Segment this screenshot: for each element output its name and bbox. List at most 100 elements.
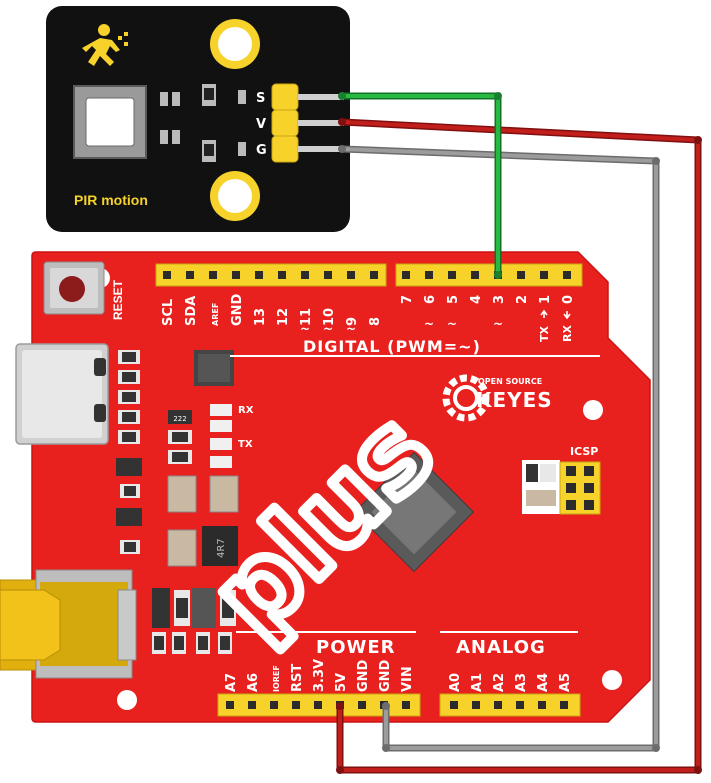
smd-components: [116, 350, 239, 654]
header-pin[interactable]: [347, 271, 355, 279]
svg-text:ICSP: ICSP: [570, 445, 598, 458]
pin-label: 5: [446, 295, 461, 304]
reset-button[interactable]: [43, 261, 105, 315]
pwm-marker: ~: [323, 322, 333, 336]
header-pin[interactable]: [560, 701, 568, 709]
power-label: POWER: [316, 637, 396, 658]
mount-hole: [602, 670, 622, 690]
reset-label: RESET: [111, 279, 125, 320]
rx-arrow-icon: [563, 311, 571, 320]
digital-label: DIGITAL (PWM=~): [303, 337, 481, 356]
icsp-header: ICSP: [522, 445, 601, 515]
header-pin[interactable]: [314, 701, 322, 709]
pin-label: 6: [423, 295, 438, 304]
pin-label: 13: [253, 308, 268, 326]
pin-label: RST: [290, 664, 305, 692]
pir-label: PIR motion: [74, 192, 148, 208]
header-pin[interactable]: [209, 271, 217, 279]
pin-label: A5: [558, 673, 573, 692]
header-pin[interactable]: [516, 701, 524, 709]
header-pin[interactable]: [517, 271, 525, 279]
header-pin[interactable]: [402, 701, 410, 709]
analog-label: ANALOG: [456, 637, 546, 658]
pin-label: 1: [538, 295, 553, 304]
header-pin[interactable]: [278, 271, 286, 279]
pin-label: A3: [514, 673, 529, 692]
pin-label: 5V: [334, 673, 349, 692]
header-pin[interactable]: [226, 701, 234, 709]
pin-label: SDA: [184, 296, 199, 326]
pin-label: A7: [224, 673, 239, 692]
keyes-brand: OPEN SOURCE KEYES: [442, 374, 552, 422]
header-pin[interactable]: [450, 701, 458, 709]
pwm-marker: ~: [447, 317, 457, 331]
pin-label: GND: [378, 659, 393, 692]
svg-text:OPEN SOURCE: OPEN SOURCE: [478, 377, 542, 386]
tx-led-label: TX: [238, 439, 253, 450]
pin-label: 4: [469, 295, 484, 304]
dc-power-jack[interactable]: [0, 569, 137, 679]
pin-label: A2: [492, 673, 507, 692]
usb-interface-chip: [194, 350, 234, 386]
pin-label: 9: [345, 317, 360, 326]
pin-label-g: G: [256, 143, 267, 158]
pwm-marker: ~: [300, 322, 310, 336]
header-pin[interactable]: [563, 271, 571, 279]
pin-label: 3.3V: [312, 659, 327, 692]
header-pin[interactable]: [232, 271, 240, 279]
mount-hole: [583, 400, 603, 420]
header-top-right: [395, 263, 583, 287]
header-pin[interactable]: [301, 271, 309, 279]
pin-label: A6: [246, 673, 261, 692]
header-pin[interactable]: [402, 271, 410, 279]
svg-text:4R7: 4R7: [216, 538, 227, 558]
microcontroller-chip: [353, 451, 475, 573]
header-pin[interactable]: [370, 271, 378, 279]
pin-label: A1: [470, 673, 485, 692]
header-pin[interactable]: [358, 701, 366, 709]
header-top-left: [155, 263, 387, 287]
header-pin[interactable]: [540, 271, 548, 279]
pin-label: 11: [299, 308, 314, 326]
motion-person-icon: [82, 24, 128, 66]
header-pin[interactable]: [448, 271, 456, 279]
header-pin[interactable]: [255, 271, 263, 279]
tx-label: TX: [538, 325, 551, 342]
header-pin[interactable]: [292, 701, 300, 709]
pin-label: IOREF: [272, 665, 281, 692]
header-pin[interactable]: [425, 271, 433, 279]
pin-label-s: S: [256, 91, 265, 106]
pin-label: 0: [561, 295, 576, 304]
header-pin[interactable]: [472, 701, 480, 709]
pin-label: 2: [515, 295, 530, 304]
pwm-marker: ~: [346, 322, 356, 336]
header-analog: [439, 693, 581, 717]
mount-hole: [117, 690, 137, 710]
pin-label: GND: [356, 659, 371, 692]
pwm-marker: ~: [424, 317, 434, 331]
pin-label: 7: [400, 295, 415, 304]
header-pin[interactable]: [538, 701, 546, 709]
header-pin[interactable]: [163, 271, 171, 279]
resistor-code: 222: [173, 415, 186, 423]
pin-label-v: V: [256, 117, 266, 132]
usb-c-port[interactable]: [15, 343, 109, 445]
pin-label: SCL: [161, 299, 176, 326]
pir-motion-module: [46, 6, 350, 232]
rx-label: RX: [561, 325, 574, 342]
wire-joints: [336, 92, 702, 774]
pin-label: A4: [536, 673, 551, 692]
pin-label: 10: [322, 308, 337, 326]
pin-label: 3: [492, 295, 507, 304]
header-pin[interactable]: [248, 701, 256, 709]
header-pin[interactable]: [471, 271, 479, 279]
header-pin[interactable]: [186, 271, 194, 279]
rx-led-label: RX: [238, 405, 254, 416]
header-pin[interactable]: [324, 271, 332, 279]
header-pin[interactable]: [494, 701, 502, 709]
pin-label: 8: [368, 317, 383, 326]
header-pin[interactable]: [270, 701, 278, 709]
inductor: 4R7: [202, 526, 238, 566]
pin-label: GND: [230, 293, 245, 326]
